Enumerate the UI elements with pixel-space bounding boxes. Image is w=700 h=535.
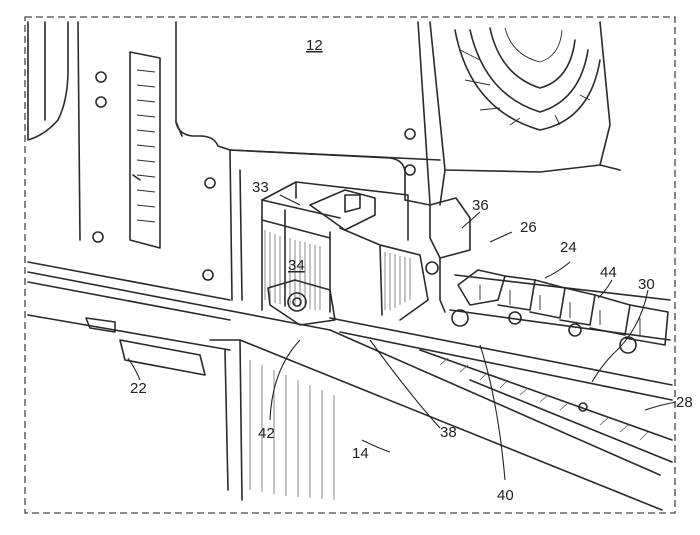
- label-22: 22: [130, 380, 147, 397]
- label-34: 34: [288, 257, 305, 274]
- label-14: 14: [352, 445, 369, 462]
- label-36: 36: [472, 197, 489, 214]
- label-24: 24: [560, 239, 577, 256]
- label-40: 40: [497, 487, 514, 504]
- base-beam: [27, 261, 663, 511]
- label-44: 44: [600, 264, 617, 281]
- label-38: 38: [440, 424, 457, 441]
- label-28: 28: [676, 394, 693, 411]
- label-33: 33: [252, 179, 269, 196]
- machine-body: [27, 21, 673, 511]
- leader-lines: [127, 194, 677, 481]
- label-42: 42: [258, 425, 275, 442]
- label-30: 30: [638, 276, 655, 293]
- label-26: 26: [520, 219, 537, 236]
- reference-labels: 12 33 34 36 26 24 44 30 28 22 42 38 14 4…: [130, 37, 693, 504]
- label-12: 12: [306, 37, 323, 54]
- chain: [449, 269, 671, 354]
- rail: [329, 317, 673, 463]
- dashed-frame: [24, 16, 676, 514]
